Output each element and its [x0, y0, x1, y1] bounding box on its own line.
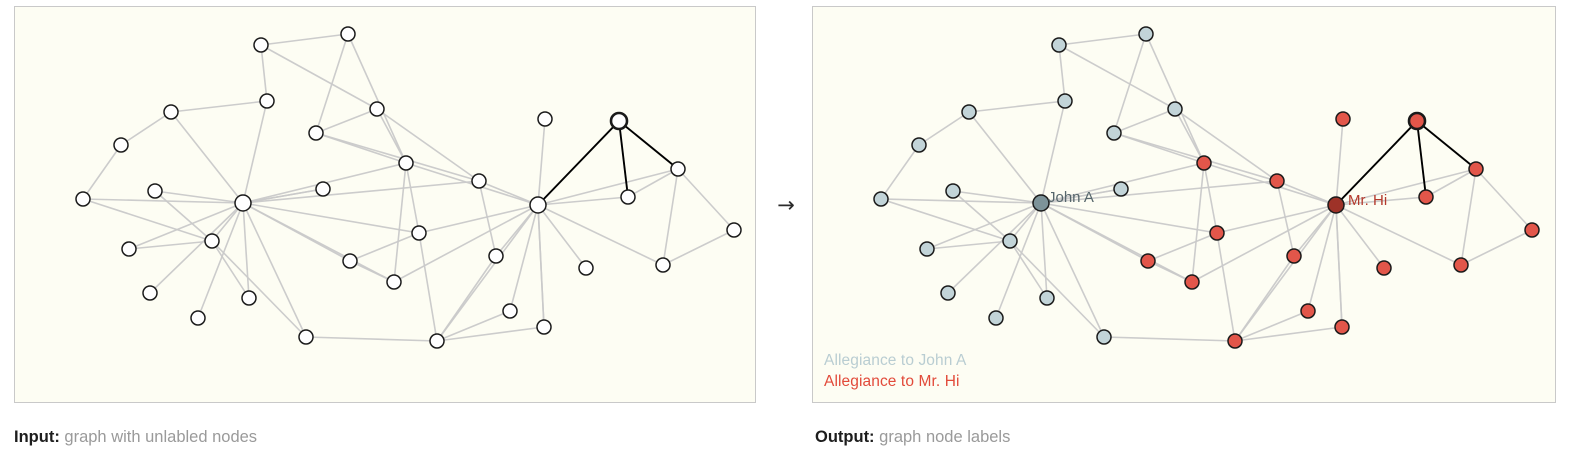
graph-node[interactable]	[398, 155, 414, 171]
graph-node-label: John A	[1048, 189, 1094, 206]
graph-node[interactable]	[471, 173, 487, 189]
graph-node[interactable]	[1138, 26, 1154, 42]
legend: Allegiance to John A Allegiance to Mr. H…	[824, 350, 966, 392]
graph-node[interactable]	[1524, 222, 1540, 238]
graph-node[interactable]	[578, 260, 594, 276]
legend-item-mr-hi: Allegiance to Mr. Hi	[824, 373, 960, 390]
graph-node[interactable]	[655, 257, 671, 273]
input-caption: Input: graph with unlabled nodes	[14, 428, 257, 447]
graph-node[interactable]	[502, 303, 518, 319]
legend-item-john-a: Allegiance to John A	[824, 352, 967, 369]
graph-node[interactable]	[259, 93, 275, 109]
graph-node[interactable]	[911, 137, 927, 153]
graph-node[interactable]	[670, 161, 686, 177]
graph-node[interactable]	[1032, 194, 1050, 212]
graph-node[interactable]	[536, 319, 552, 335]
graph-node[interactable]	[1418, 189, 1434, 205]
graph-node[interactable]	[961, 104, 977, 120]
graph-node[interactable]	[1407, 111, 1427, 131]
graph-node[interactable]	[142, 285, 158, 301]
input-graph-canvas	[75, 26, 742, 349]
graph-node[interactable]	[429, 333, 445, 349]
graph-node[interactable]	[726, 222, 742, 238]
graph-node[interactable]	[1269, 173, 1285, 189]
graph-node[interactable]	[488, 248, 504, 264]
output-graph-panel: John A Mr. Hi Allegiance to John A Allegi…	[812, 6, 1556, 403]
input-caption-text: graph with unlabled nodes	[64, 428, 258, 446]
graph-node[interactable]	[1057, 93, 1073, 109]
graph-node[interactable]	[298, 329, 314, 345]
graph-node[interactable]	[940, 285, 956, 301]
graph-node[interactable]	[945, 183, 961, 199]
graph-node[interactable]	[1039, 290, 1055, 306]
graph-node[interactable]	[340, 26, 356, 42]
graph-node[interactable]	[1051, 37, 1067, 53]
graph-node[interactable]	[1167, 101, 1183, 117]
output-graph-canvas: John A Mr. Hi	[873, 26, 1540, 349]
arrow-icon: →	[777, 193, 795, 217]
input-caption-label: Input:	[14, 428, 60, 446]
graph-node[interactable]	[1453, 257, 1469, 273]
graph-node[interactable]	[190, 310, 206, 326]
graph-node[interactable]	[1286, 248, 1302, 264]
input-graph-panel	[14, 6, 756, 403]
graph-node[interactable]	[1335, 111, 1351, 127]
graph-node[interactable]	[308, 125, 324, 141]
graph-node[interactable]	[1184, 274, 1200, 290]
graph-node[interactable]	[1113, 181, 1129, 197]
graph-node[interactable]	[1196, 155, 1212, 171]
graph-node[interactable]	[241, 290, 257, 306]
graph-node[interactable]	[873, 191, 889, 207]
graph-node[interactable]	[1140, 253, 1156, 269]
graph-node[interactable]	[1106, 125, 1122, 141]
graph-node[interactable]	[342, 253, 358, 269]
graph-node[interactable]	[1334, 319, 1350, 335]
graph-node[interactable]	[386, 274, 402, 290]
graph-node[interactable]	[411, 225, 427, 241]
graph-node[interactable]	[75, 191, 91, 207]
graph-node[interactable]	[620, 189, 636, 205]
output-caption-text: graph node labels	[879, 428, 1011, 446]
output-caption-label: Output:	[815, 428, 875, 446]
graph-node[interactable]	[369, 101, 385, 117]
graph-node[interactable]	[147, 183, 163, 199]
graph-node[interactable]	[1096, 329, 1112, 345]
graph-node[interactable]	[253, 37, 269, 53]
graph-node[interactable]	[1227, 333, 1243, 349]
graph-node[interactable]	[1209, 225, 1225, 241]
graph-node[interactable]	[234, 194, 252, 212]
graph-node[interactable]	[529, 196, 547, 214]
graph-node[interactable]	[988, 310, 1004, 326]
graph-node[interactable]	[1468, 161, 1484, 177]
graph-node[interactable]	[315, 181, 331, 197]
graph-node[interactable]	[163, 104, 179, 120]
graph-node[interactable]	[1376, 260, 1392, 276]
graph-node[interactable]	[609, 111, 629, 131]
output-caption: Output: graph node labels	[815, 428, 1010, 447]
graph-node[interactable]	[1300, 303, 1316, 319]
graph-node[interactable]	[1327, 196, 1345, 214]
graph-node[interactable]	[121, 241, 137, 257]
graph-node[interactable]	[113, 137, 129, 153]
graph-node[interactable]	[919, 241, 935, 257]
graph-node[interactable]	[537, 111, 553, 127]
graph-node-label: Mr. Hi	[1348, 192, 1387, 209]
graph-node[interactable]	[204, 233, 220, 249]
graph-node[interactable]	[1002, 233, 1018, 249]
